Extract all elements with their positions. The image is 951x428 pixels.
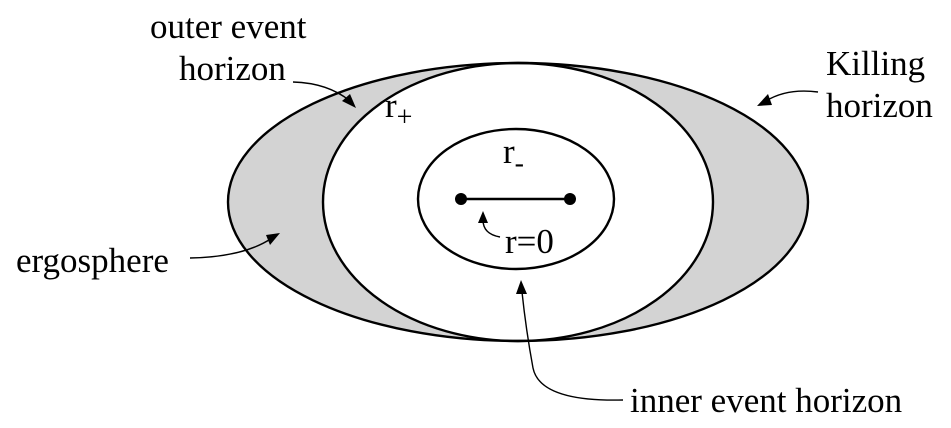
killing-horizon-label-line1: Killing bbox=[826, 44, 925, 83]
r-zero-label: r=0 bbox=[505, 222, 554, 261]
killing-horizon-arrow bbox=[757, 90, 819, 106]
ergosphere-label: ergosphere bbox=[16, 241, 169, 280]
r-minus-label: r- bbox=[503, 132, 524, 179]
inner-event-horizon-arrow bbox=[516, 280, 624, 401]
singularity-arrow bbox=[478, 211, 501, 238]
inner-event-horizon-label: inner event horizon bbox=[630, 381, 902, 420]
r-plus-subscript: + bbox=[397, 102, 413, 133]
ergosphere-region bbox=[228, 63, 808, 341]
r-minus-base: r bbox=[503, 132, 515, 171]
outer-event-horizon-arrow bbox=[292, 81, 356, 108]
ergosphere-arrow bbox=[189, 233, 280, 259]
r-plus-base: r bbox=[385, 86, 397, 125]
inner-event-horizon-boundary bbox=[416, 127, 616, 271]
outer-event-horizon-label-line1: outer event bbox=[150, 7, 307, 46]
killing-horizon-label-line2: horizon bbox=[826, 86, 933, 125]
r-minus-subscript: - bbox=[515, 148, 524, 179]
outer-event-horizon-boundary bbox=[321, 61, 715, 343]
singularity-left-dot bbox=[455, 193, 467, 205]
singularity-right-dot bbox=[564, 193, 576, 205]
r-plus-label: r+ bbox=[385, 86, 412, 133]
outer-event-horizon-label-line2: horizon bbox=[179, 49, 286, 88]
